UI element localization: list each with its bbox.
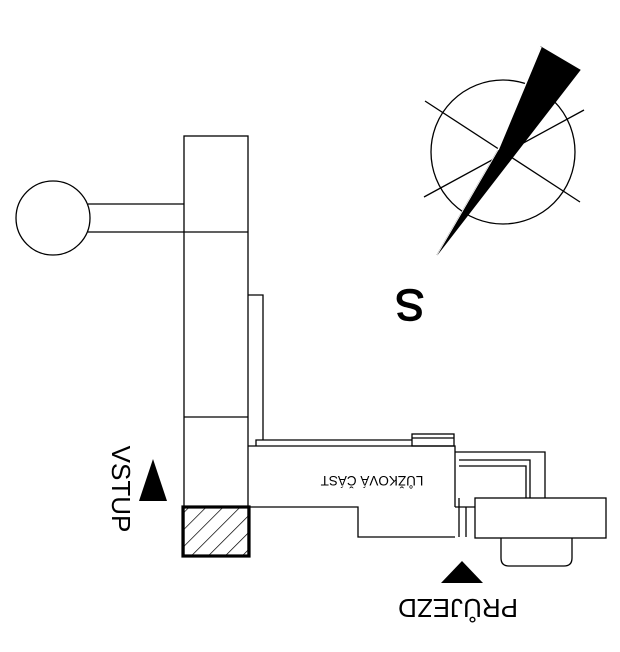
round-pavilion: [15, 180, 184, 256]
north-arrow: [423, 46, 585, 256]
driveway-label: PRŮJEZD: [398, 593, 518, 624]
bed-section: LŮŽKOVÁ ČÁST: [248, 433, 456, 538]
compass-needle-highlight: [497, 46, 542, 151]
annex-outline: [455, 451, 546, 498]
entrance-label: VSTUP: [106, 446, 136, 533]
north-label: S: [395, 280, 424, 329]
bed-section-label: LŮŽKOVÁ ČÁST: [321, 473, 424, 488]
bed-section-outline: [248, 445, 456, 507]
driveway-ramp: [500, 538, 573, 567]
wing-outline: [183, 135, 249, 557]
entrance-block: [181, 505, 251, 558]
annex-outline: [459, 459, 531, 498]
annex-outline: [459, 465, 527, 498]
roof-element: [411, 433, 455, 447]
bed-section-roof-edge: [255, 439, 412, 446]
entrance-marker-icon: [139, 459, 167, 501]
compass-needle-highlight: [436, 149, 499, 256]
entrance-hatch-fill: [183, 507, 249, 556]
wing-annex: [248, 294, 264, 440]
round-pavilion-circle: [15, 180, 91, 256]
bed-section-outline: [248, 506, 455, 538]
compass-circle: [430, 79, 576, 225]
driveway-canopy: [474, 497, 607, 539]
driveway-marker-icon: [441, 561, 483, 583]
main-wing: [181, 135, 264, 558]
right-annex: [455, 451, 607, 567]
